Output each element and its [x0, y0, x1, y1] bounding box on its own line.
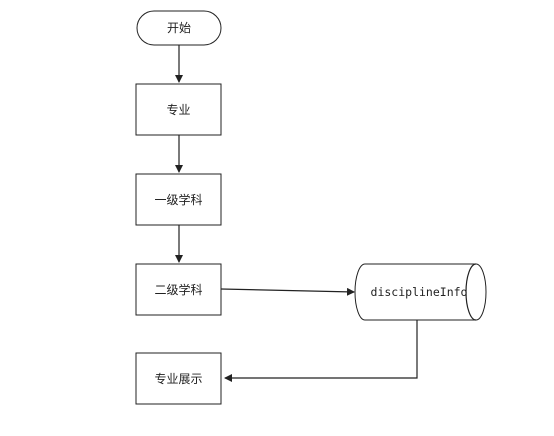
major-process-shape — [135, 83, 222, 136]
node-display: 专业展示 — [135, 352, 222, 405]
start-terminator-shape — [136, 10, 222, 46]
node-second-level: 二级学科 — [135, 263, 222, 316]
first-level-process-shape — [135, 173, 222, 226]
edges — [175, 45, 418, 382]
first-level-label: 一级学科 — [154, 192, 202, 207]
node-major: 专业 — [135, 83, 222, 136]
node-store: disciplineInfo — [354, 263, 487, 321]
display-process-shape — [135, 352, 222, 405]
node-first-level: 一级学科 — [135, 173, 222, 226]
node-start: 开始 — [136, 10, 222, 46]
second-level-process-shape — [135, 263, 222, 316]
display-label: 专业展示 — [154, 371, 202, 386]
start-label: 开始 — [167, 21, 191, 35]
store-cylinder-rim — [465, 263, 477, 321]
store-label: disciplineInfo — [371, 285, 468, 299]
edge-store-to-display — [224, 320, 418, 382]
major-label: 专业 — [166, 102, 190, 117]
second-level-label: 二级学科 — [154, 282, 202, 297]
edge-second-level-to-store — [220, 287, 355, 296]
